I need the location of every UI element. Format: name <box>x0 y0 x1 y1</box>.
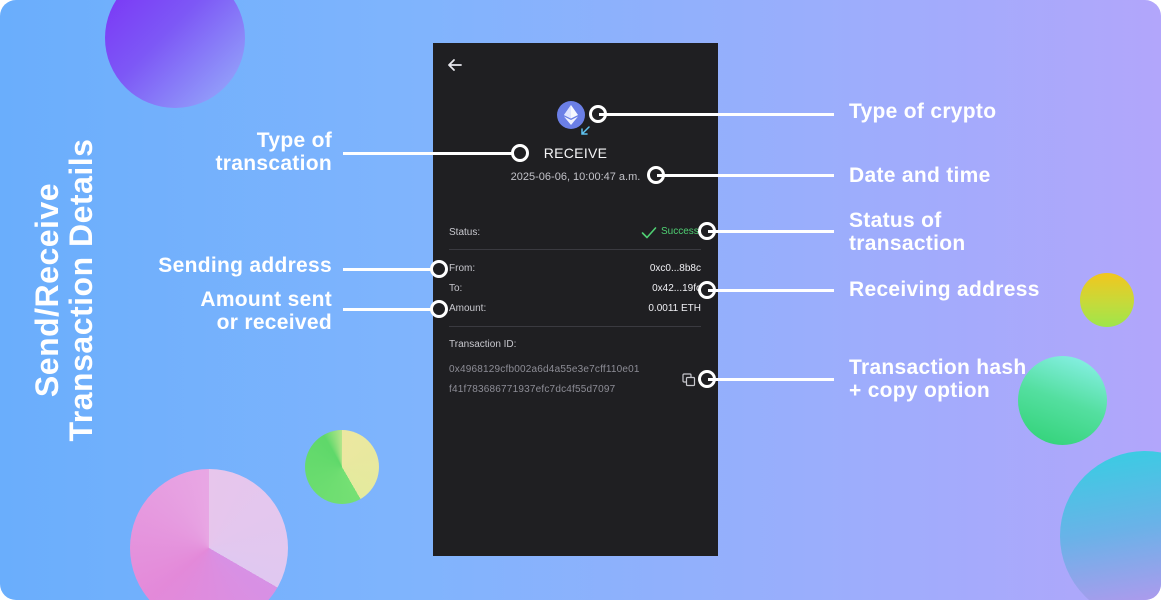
to-label: To: <box>449 283 463 294</box>
annotation-line: Amount sent <box>200 288 332 311</box>
amount-label: Amount: <box>449 303 487 314</box>
phone-screen: RECEIVE 2025-06-06, 10:00:47 a.m. Status… <box>433 43 718 556</box>
ethereum-icon <box>557 101 585 129</box>
check-icon <box>641 227 657 239</box>
annotation-status: Status of transaction <box>849 209 966 255</box>
annotation-line: Receiving address <box>849 278 1040 301</box>
annotation-amount: Amount sent or received <box>200 288 332 334</box>
from-label: From: <box>449 263 476 274</box>
annotation-sending-address: Sending address <box>158 254 332 277</box>
to-address: 0x42...19fc <box>652 283 701 294</box>
annotation-receiving-address: Receiving address <box>849 278 1040 301</box>
arrow-down-left-icon <box>579 122 591 135</box>
annotation-type-of-crypto: Type of crypto <box>849 100 996 123</box>
title-line-1: Send/Receive <box>29 182 65 398</box>
status-badge: Success <box>641 226 718 240</box>
decorative-circle-cyan <box>1060 451 1161 600</box>
annotation-line: Status of <box>849 209 942 232</box>
decorative-circle-mint <box>1018 356 1107 445</box>
annotation-line: or received <box>216 311 332 334</box>
status-label: Status: <box>449 227 481 238</box>
annotation-line: Type of crypto <box>849 100 997 123</box>
from-address: 0xc0...8b8c <box>649 263 701 274</box>
transaction-hash-line-1: 0x4968129cfb002a6d4a55e3e7cff110e01 <box>449 364 640 375</box>
decorative-circle-green <box>305 430 379 504</box>
decorative-circle-yellow <box>1080 273 1134 327</box>
status-value: Success <box>661 226 699 237</box>
decorative-circle-pink <box>130 469 288 600</box>
annotation-transaction-hash: Transaction hash + copy option <box>849 356 1027 402</box>
copy-icon[interactable] <box>682 372 696 387</box>
annotation-line: Sending address <box>158 254 332 277</box>
annotation-line: Type of <box>256 129 332 152</box>
connector-line <box>708 288 834 292</box>
connector-line <box>343 267 438 271</box>
annotation-line: + copy option <box>849 379 990 402</box>
connector-line <box>708 229 834 233</box>
transaction-datetime: 2025-06-06, 10:00:47 a.m. <box>510 171 641 183</box>
decorative-circle-purple <box>105 0 245 108</box>
transaction-hash-line-2: f41f783686771937efc7dc4f55d7097 <box>449 384 616 395</box>
arrow-left-icon[interactable] <box>445 55 465 75</box>
annotation-type-of-transaction: Type of transcation <box>216 129 333 175</box>
title-line-2: Transaction Details <box>63 138 99 442</box>
transaction-type: RECEIVE <box>543 145 608 161</box>
annotation-line: Transaction hash <box>849 356 1027 379</box>
connector-line <box>708 377 834 381</box>
annotation-line: transaction <box>849 232 966 255</box>
connector-line <box>343 307 438 311</box>
annotation-line: transcation <box>215 152 332 175</box>
annotation-date-and-time: Date and time <box>849 164 991 187</box>
transaction-id-label: Transaction ID: <box>449 339 517 350</box>
infographic-title: Send/Receive Transaction Details <box>29 110 100 470</box>
divider <box>449 249 701 250</box>
divider <box>449 326 701 327</box>
annotation-line: Date and time <box>849 164 991 187</box>
amount-value: 0.0011 ETH <box>648 303 701 314</box>
